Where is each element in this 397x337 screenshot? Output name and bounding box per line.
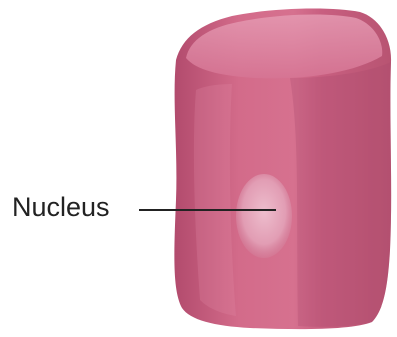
cell-right-face <box>290 62 391 327</box>
nucleus-label: Nucleus <box>12 191 110 223</box>
nucleus <box>236 174 292 258</box>
cell-left-highlight <box>194 84 236 316</box>
